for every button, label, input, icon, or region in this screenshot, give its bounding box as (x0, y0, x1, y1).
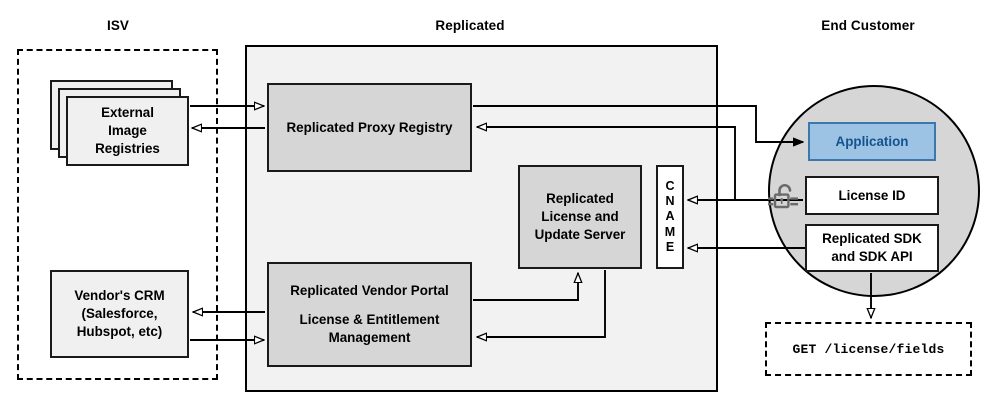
zone-title-replicated: Replicated (435, 18, 505, 33)
unlocked-padlock-icon (768, 184, 798, 209)
api-call-box[interactable]: GET /license/fields (765, 322, 972, 376)
cname-letter-a: A (665, 209, 675, 224)
license-server-label-2: License and (541, 209, 619, 225)
replicated-license-update-server-node[interactable]: Replicated License and Update Server (518, 165, 642, 269)
application-node[interactable]: Application (808, 122, 936, 161)
replicated-sdk-node[interactable]: Replicated SDK and SDK API (805, 224, 939, 272)
zone-title-isv: ISV (106, 18, 130, 33)
vendor-crm-node[interactable]: Vendor's CRM (Salesforce, Hubspot, etc) (50, 270, 189, 358)
replicated-proxy-registry-node[interactable]: Replicated Proxy Registry (267, 83, 472, 172)
zone-title-end-customer: End Customer (821, 18, 915, 33)
sdk-label-1: Replicated SDK (822, 231, 922, 247)
external-registries-label-1: External (101, 105, 154, 121)
isv-zone-boundary (17, 49, 218, 380)
vendor-portal-label-1: Replicated Vendor Portal (290, 283, 449, 299)
vendor-crm-label-1: Vendor's CRM (74, 288, 165, 304)
cname-letter-m: M (664, 224, 676, 239)
application-label: Application (835, 133, 909, 149)
proxy-registry-label: Replicated Proxy Registry (286, 119, 453, 135)
vendor-portal-label-2: License & Entitlement (299, 312, 440, 328)
external-registries-label-3: Registries (95, 140, 160, 156)
vendor-crm-label-3: Hubspot, etc) (76, 323, 163, 339)
license-server-label-1: Replicated (546, 191, 614, 207)
sdk-label-2: and SDK API (831, 249, 913, 264)
cname-letter-n: N (665, 194, 675, 209)
license-id-label: License ID (838, 187, 906, 203)
cname-letter-c: C (665, 178, 675, 193)
vendor-crm-label-2: (Salesforce, (81, 306, 158, 322)
external-registries-label-2: Image (108, 123, 147, 139)
external-image-registries-node[interactable]: External Image Registries (66, 96, 189, 166)
cname-letter-e: E (665, 239, 675, 254)
replicated-vendor-portal-node[interactable]: Replicated Vendor Portal License & Entit… (267, 262, 472, 367)
api-call-label: GET /license/fields (792, 341, 945, 357)
license-server-label-3: Update Server (534, 226, 626, 242)
license-id-node[interactable]: License ID (805, 176, 939, 215)
cname-node[interactable]: C N A M E (656, 165, 684, 269)
vendor-portal-label-3: Management (328, 329, 411, 345)
